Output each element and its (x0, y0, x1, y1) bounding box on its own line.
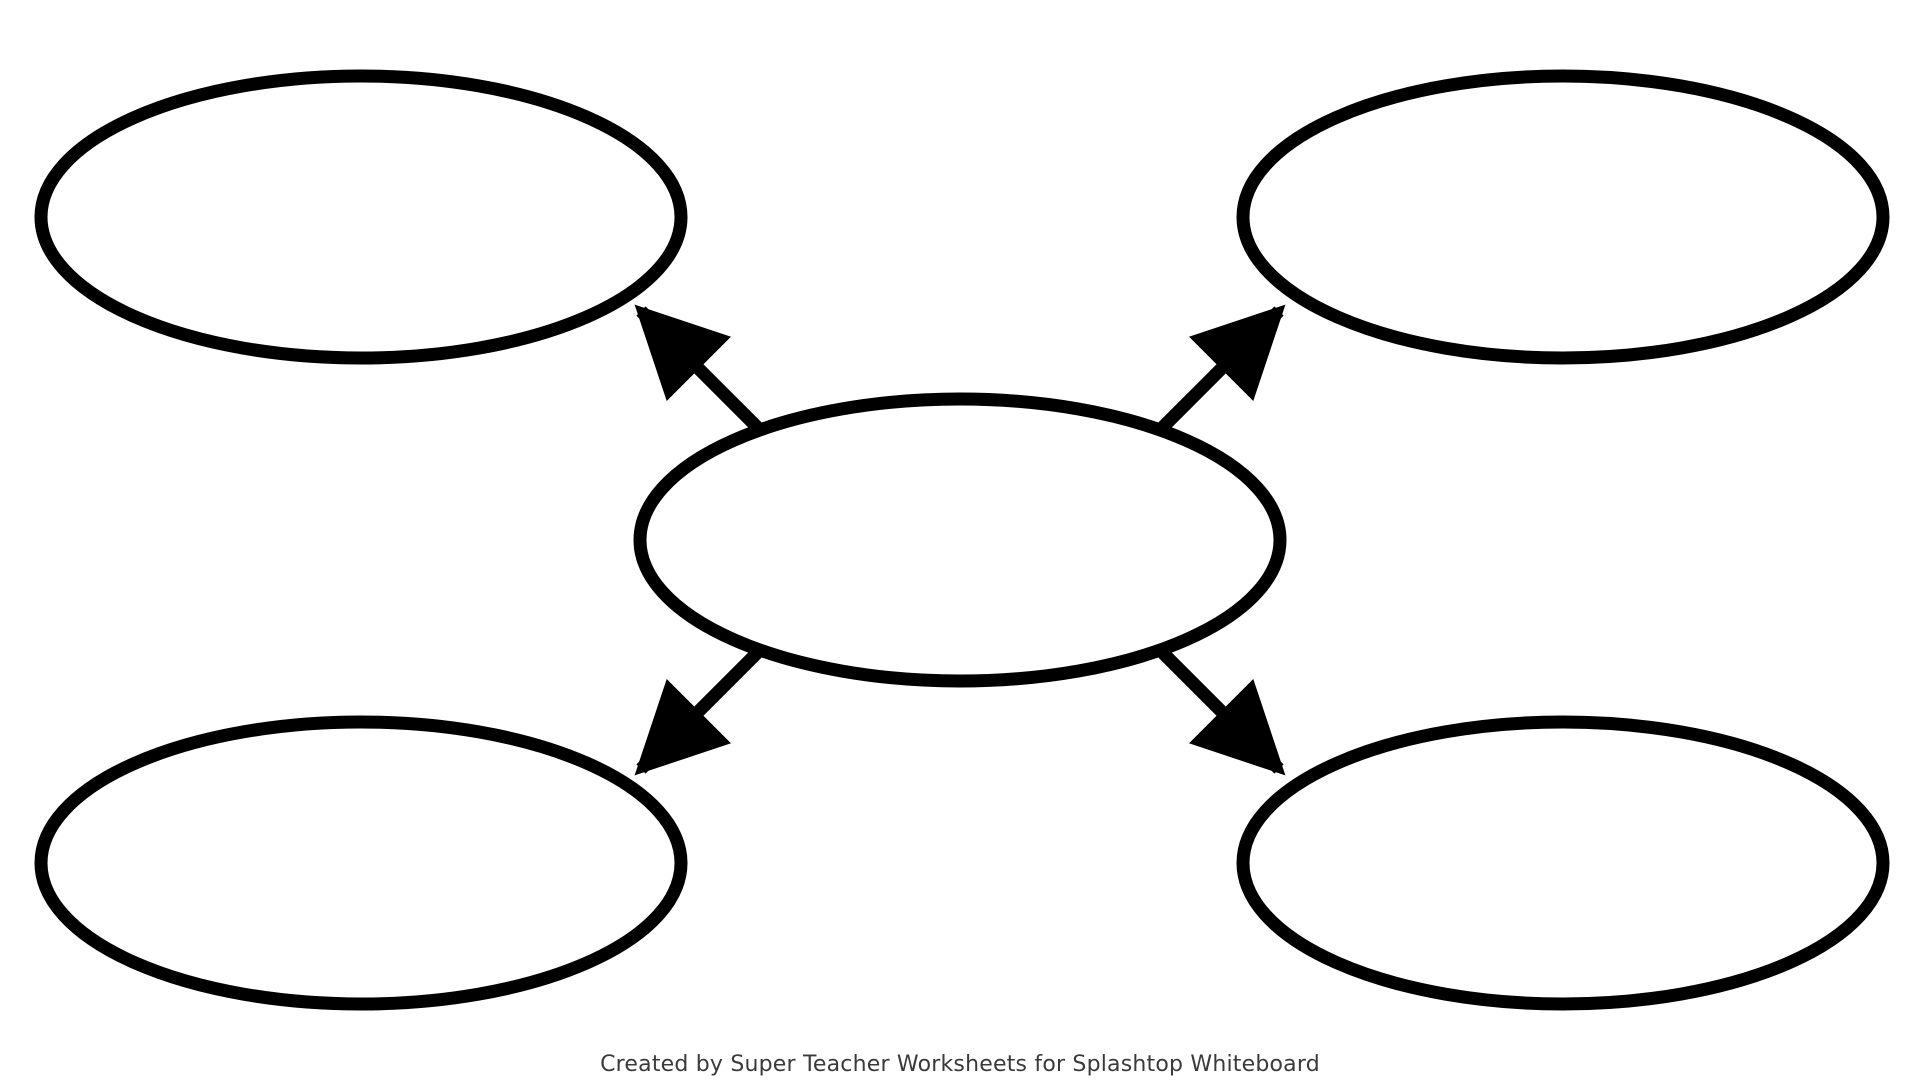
arrow-center-to-top-left (634, 304, 762, 432)
bottom-right-bubble[interactable] (1236, 715, 1890, 1011)
arrow-center-to-top-right (1158, 304, 1286, 432)
bottom-left-bubble[interactable] (34, 715, 688, 1011)
arrow-center-to-bottom-left (634, 648, 762, 776)
arrow-center-to-bottom-right (1158, 648, 1286, 776)
top-left-bubble[interactable] (34, 69, 688, 365)
center-bubble[interactable] (633, 392, 1287, 688)
footer-credit: Created by Super Teacher Worksheets for … (600, 1052, 1320, 1077)
top-right-bubble[interactable] (1236, 69, 1890, 365)
